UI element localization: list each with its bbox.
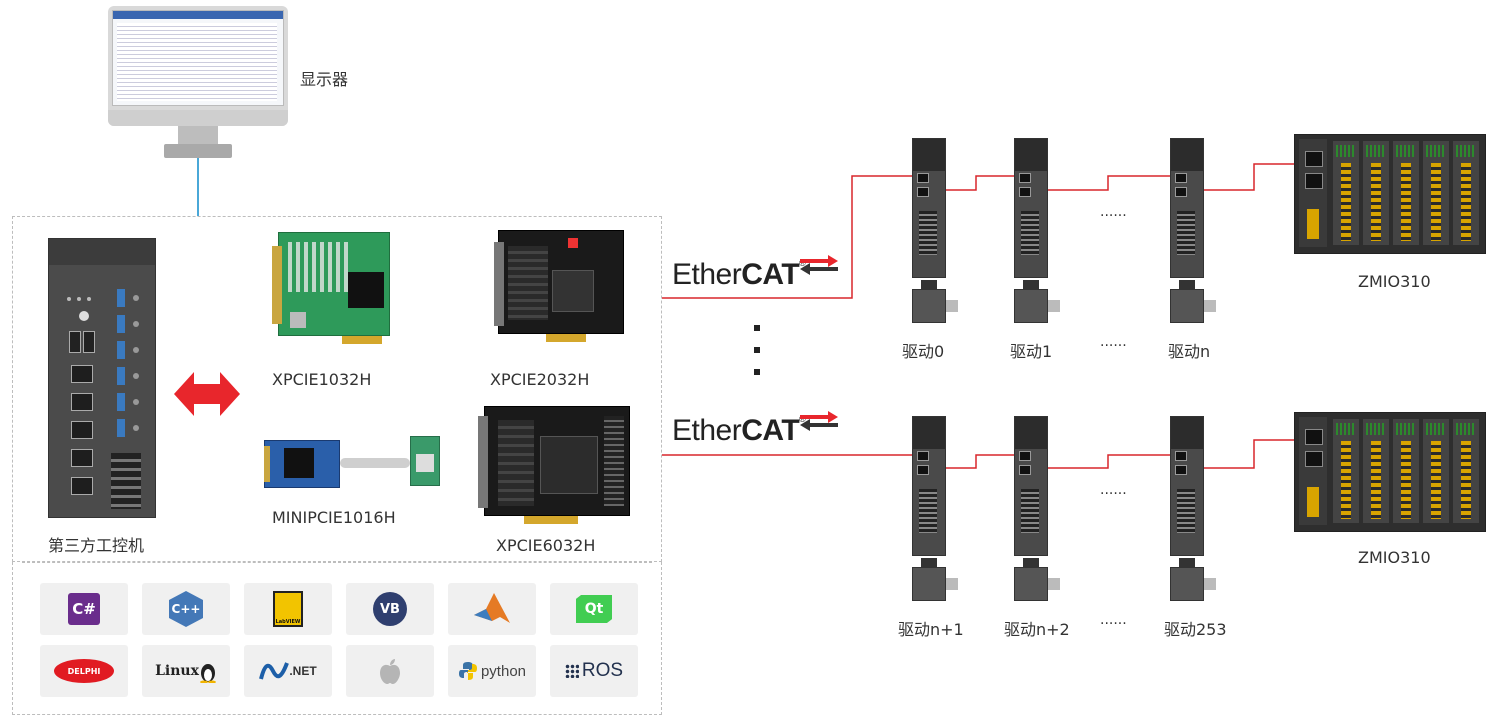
qt-icon: Qt	[576, 595, 612, 623]
labview-icon: LabVIEW	[273, 591, 303, 627]
bidirectional-arrow-icon	[174, 372, 240, 416]
driven-label: 驱动n	[1168, 342, 1211, 361]
monitor	[108, 6, 288, 126]
monitor-screen	[112, 10, 284, 106]
zmio-bottom-label: ZMIO310	[1358, 548, 1431, 567]
software-csharp: C#	[40, 583, 128, 635]
zmio310-top	[1294, 134, 1486, 254]
ros-dots-icon	[564, 664, 579, 678]
software-vb: VB	[346, 583, 434, 635]
servo-motor-n	[1170, 280, 1216, 323]
card-minipcie1016h-label: MINIPCIE1016H	[272, 508, 396, 527]
frame-divider	[22, 562, 652, 563]
software-cpp: C++	[142, 583, 230, 635]
software-python: python	[448, 645, 536, 697]
servo-motor-1	[1014, 280, 1060, 323]
cpp-icon: C++	[169, 591, 203, 627]
software-delphi: DELPHI	[40, 645, 128, 697]
monitor-stand	[178, 126, 218, 144]
ethercat-cat-text: CAT	[741, 258, 800, 291]
python-text: python	[480, 662, 527, 680]
card-xpcie6032h-label: XPCIE6032H	[496, 536, 596, 555]
ellipsis-bottom-label: ······	[1100, 616, 1127, 632]
linux-text: Linux	[155, 663, 199, 679]
delphi-icon: DELPHI	[54, 659, 114, 683]
zmio-top-label: ZMIO310	[1358, 272, 1431, 291]
card-xpcie1032h	[272, 232, 390, 344]
ethercat-arrows-icon-top	[800, 255, 838, 275]
card-xpcie1032h-label: XPCIE1032H	[272, 370, 372, 389]
csharp-icon: C#	[68, 593, 100, 625]
ethercat-arrows-icon-bottom	[800, 411, 838, 431]
card-xpcie2032h-label: XPCIE2032H	[490, 370, 590, 389]
industrial-pc	[48, 238, 156, 518]
servo-drive-253	[1170, 416, 1204, 556]
vertical-ellipsis	[754, 325, 760, 377]
software-labview: LabVIEW	[244, 583, 332, 635]
ethercat-ether-text: Ether	[672, 258, 742, 291]
ethercat-logo-bottom: EtherCAT®	[672, 414, 806, 448]
software-dotnet: .NET	[244, 645, 332, 697]
software-linux: Linux	[142, 645, 230, 697]
drive0-label: 驱动0	[902, 342, 945, 361]
dotnet-text: .NET	[289, 664, 317, 678]
ethercat-logo-top: EtherCAT®	[672, 258, 806, 292]
software-ros: ROS	[550, 645, 638, 697]
dotnet-wave-icon	[259, 662, 290, 680]
drive253-label: 驱动253	[1164, 620, 1227, 639]
servo-motor-n1	[912, 558, 958, 601]
driven1-label: 驱动n+1	[898, 620, 964, 639]
ethercat-cat-text: CAT	[741, 414, 800, 447]
software-frame	[12, 562, 662, 715]
software-apple	[346, 645, 434, 697]
card-xpcie6032h	[478, 406, 630, 524]
monitor-link	[197, 158, 199, 216]
servo-drive-n1	[912, 416, 946, 556]
ros-text: ROS	[581, 660, 624, 681]
vb-icon: VB	[373, 592, 407, 626]
ethercat-ether-text: Ether	[672, 414, 742, 447]
monitor-label: 显示器	[300, 70, 349, 89]
driven2-label: 驱动n+2	[1004, 620, 1070, 639]
ellipsis-bottom-upper: ······	[1100, 486, 1127, 502]
drive1-label: 驱动1	[1010, 342, 1053, 361]
ellipsis-top-upper: ······	[1100, 208, 1127, 224]
servo-motor-n2	[1014, 558, 1060, 601]
servo-motor-0	[912, 280, 958, 323]
servo-drive-0	[912, 138, 946, 278]
hardware-frame	[12, 216, 662, 562]
servo-drive-n2	[1014, 416, 1048, 556]
card-xpcie2032h	[494, 230, 624, 342]
software-qt: Qt	[550, 583, 638, 635]
industrial-pc-label: 第三方工控机	[48, 536, 145, 555]
monitor-base	[164, 144, 232, 158]
apple-icon	[380, 659, 400, 684]
zmio310-bottom	[1294, 412, 1486, 532]
servo-drive-n	[1170, 138, 1204, 278]
matlab-icon	[474, 593, 510, 623]
python-icon	[458, 662, 477, 680]
servo-drive-1	[1014, 138, 1048, 278]
tux-icon	[199, 664, 216, 683]
software-matlab	[448, 583, 536, 635]
ellipsis-top-label: ······	[1100, 338, 1127, 354]
card-minipcie1016h	[264, 432, 444, 494]
servo-motor-253	[1170, 558, 1216, 601]
